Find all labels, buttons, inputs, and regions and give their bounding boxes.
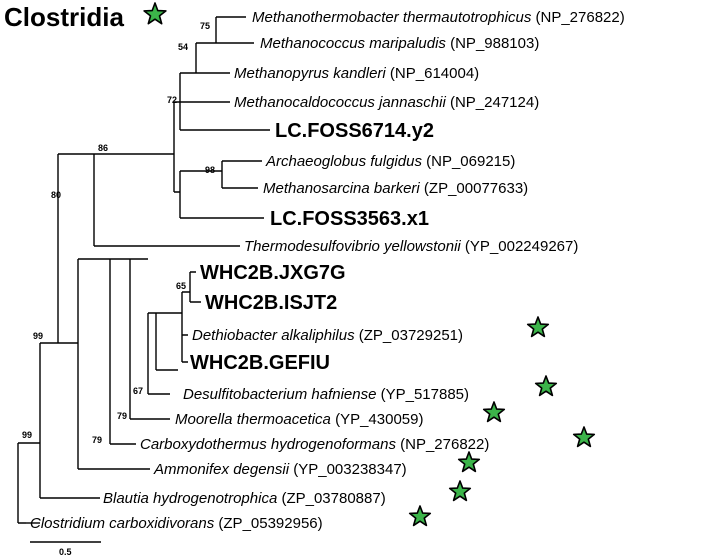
scale-bar: 0.5 [30,541,101,557]
bootstrap-label: 86 [98,143,108,153]
taxon-label: LC.FOSS3563.x1 [270,208,429,230]
bootstrap-label: 98 [205,165,215,175]
taxon-label: Methanococcus maripaludis (NP_988103) [260,35,539,52]
title-star-icon [143,2,167,25]
branch-node-b [179,170,264,219]
bootstrap-label: 79 [92,435,102,445]
taxon-label: Blautia hydrogenotrophica (ZP_03780887) [103,490,386,507]
tree-branches [17,16,270,524]
taxon-label: Ammonifex degensii (YP_003238347) [153,461,407,478]
bootstrap-label: 99 [22,430,32,440]
branch-node-d [129,258,170,420]
taxon-label: WHC2B.ISJT2 [205,292,337,314]
taxon-label: Moorella thermoacetica (YP_430059) [175,411,423,428]
taxa-labels: Methanothermobacter thermautotrophicus (… [30,9,625,532]
star-icon [408,505,432,527]
branch-node-e [181,291,190,363]
star-icon [534,375,558,397]
bootstrap-label: 72 [167,95,177,105]
branch-node75 [215,16,254,44]
taxon-label: Archaeoglobus fulgidus (NP_069215) [265,153,515,170]
bootstrap-label: 75 [200,21,210,31]
tree-title: Clostridia [4,2,124,32]
taxon-label: Methanopyrus kandleri (NP_614004) [234,65,479,82]
branch-node79b [147,312,170,395]
branch-node80 [57,153,94,344]
branch-node99b [39,342,100,499]
taxon-label: Dethiobacter alkaliphilus (ZP_03729251) [192,327,463,344]
star-icon [448,480,472,502]
branch-node-a [179,72,270,131]
branch-node86 [93,153,240,247]
branch-node67 [155,312,182,371]
bootstrap-values: 75 54 72 98 86 80 65 67 79 79 99 99 [22,21,215,445]
bootstrap-label: 67 [133,386,143,396]
branch-node72 [173,101,180,193]
taxon-label: LC.FOSS6714.y2 [275,120,434,142]
bootstrap-label: 79 [117,411,127,421]
bootstrap-label: 80 [51,190,61,200]
clostridia-stars [408,316,596,527]
taxon-label: Methanothermobacter thermautotrophicus (… [252,9,625,26]
taxon-label: Clostridium carboxidivorans (ZP_05392956… [30,515,323,532]
taxon-label: Carboxydothermus hydrogenoformans (NP_27… [140,436,489,453]
taxon-label: Thermodesulfovibrio yellowstonii (YP_002… [244,238,578,255]
star-icon [572,426,596,448]
branch-node-c [109,258,136,445]
branch-root [17,442,40,524]
bootstrap-label: 65 [176,281,186,291]
scale-bar-label: 0.5 [59,547,72,557]
taxon-label: Desulfitobacterium hafniense (YP_517885) [183,386,469,403]
branch-node98 [221,160,262,189]
bootstrap-label: 54 [178,42,188,52]
taxon-label: Methanocaldococcus jannaschii (NP_247124… [234,94,539,111]
star-icon [482,401,506,423]
star-icon [526,316,550,338]
branch-node54 [195,42,230,74]
taxon-label: Methanosarcina barkeri (ZP_00077633) [263,180,528,197]
taxon-label: WHC2B.JXG7G [200,262,346,284]
star-icon [457,451,481,473]
taxon-label: WHC2B.GEFIU [190,352,330,374]
bootstrap-label: 99 [33,331,43,341]
branch-node65 [189,271,201,303]
branch-node79a [77,258,150,470]
